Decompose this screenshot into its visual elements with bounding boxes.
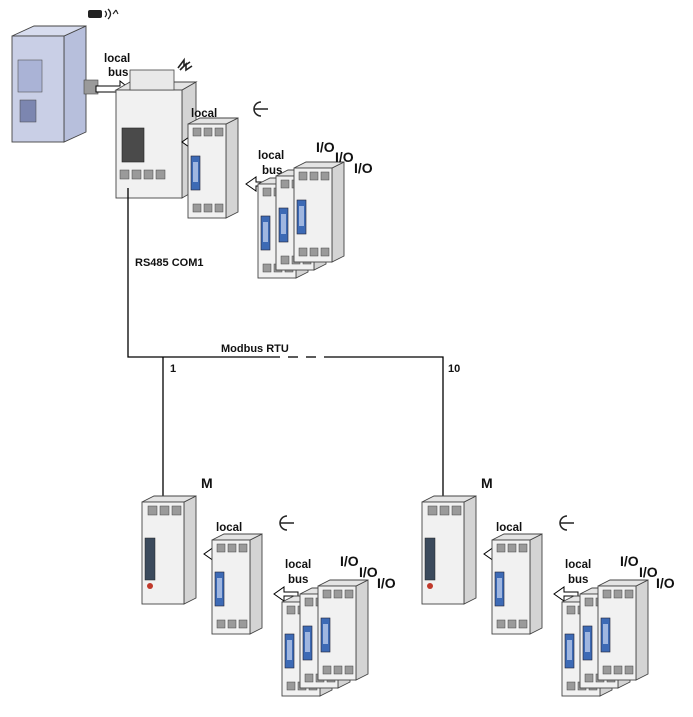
io-label: I/O — [335, 149, 354, 165]
input-module — [211, 533, 263, 635]
meter-label: M — [481, 475, 493, 491]
input-module — [491, 533, 543, 635]
energy-analyzer-device — [114, 69, 198, 199]
io-label: I/O — [639, 564, 658, 580]
gateway-device — [11, 25, 99, 143]
rs485-line — [127, 188, 280, 358]
io-label: I/O — [359, 564, 378, 580]
meter-device — [421, 495, 477, 605]
rs485-label: RS485 COM1 — [135, 257, 203, 269]
local-bus-label: local — [565, 559, 591, 571]
io-label: I/O — [354, 160, 373, 176]
input-module — [187, 117, 239, 219]
modbus-line — [324, 356, 444, 528]
io-module — [597, 579, 649, 681]
node-first-label: 1 — [170, 363, 176, 375]
local-bus-label: bus — [568, 574, 588, 586]
io-module — [317, 579, 369, 681]
io-module — [293, 161, 345, 263]
input-plug-icon — [279, 515, 294, 531]
local-bus-label: local — [496, 522, 522, 534]
local-bus-label-2a: local — [191, 108, 217, 120]
input-plug-icon — [559, 515, 574, 531]
io-label: I/O — [377, 575, 396, 591]
meter-device — [141, 495, 197, 605]
local-bus-label: local — [285, 559, 311, 571]
node-last-label: 10 — [448, 363, 460, 375]
modbus-label: Modbus RTU — [221, 343, 289, 355]
io-label: I/O — [656, 575, 675, 591]
io-label: I/O — [316, 139, 335, 155]
local-bus-label-3b: bus — [262, 165, 282, 177]
local-bus-label-3a: local — [258, 150, 284, 162]
meter-label: M — [201, 475, 213, 491]
input-plug-icon — [253, 101, 268, 117]
io-label: I/O — [620, 553, 639, 569]
node-cluster-1: M local bus local bus I/O I/O I/O — [141, 475, 396, 697]
local-bus-label-1b: bus — [108, 67, 128, 79]
local-bus-label: bus — [288, 574, 308, 586]
node-cluster-10: M local bus local bus I/O I/O I/O — [421, 475, 675, 697]
local-bus-label-1a: local — [104, 53, 130, 65]
energy-lightning-icon — [177, 57, 193, 72]
wifi-gateway-icon — [88, 8, 119, 20]
io-label: I/O — [340, 553, 359, 569]
local-bus-label: local — [216, 522, 242, 534]
